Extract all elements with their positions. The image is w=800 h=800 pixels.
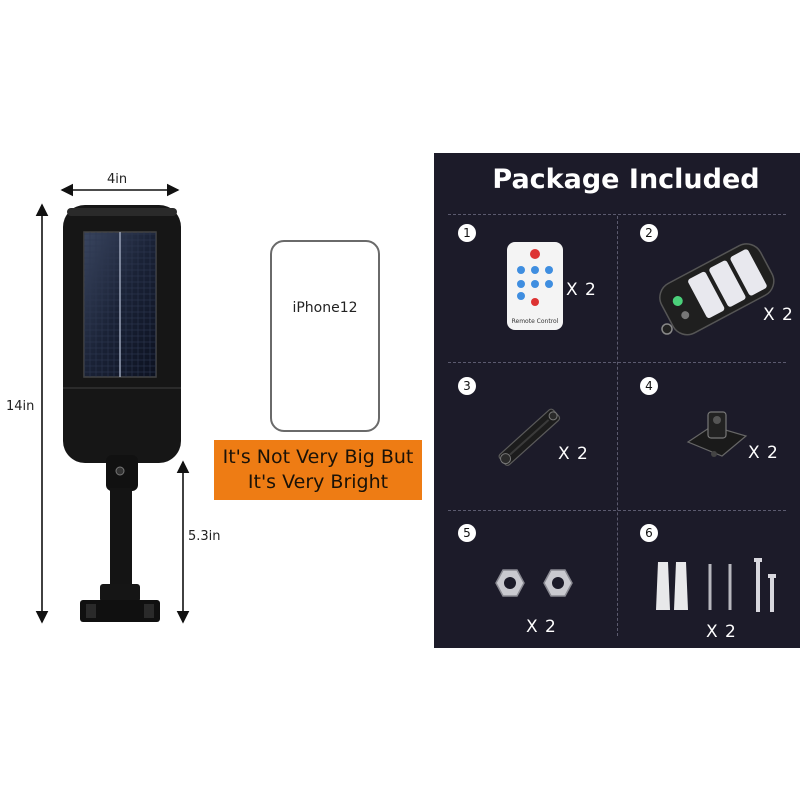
mounting-bracket-arm-image	[498, 408, 561, 466]
item-number-badge: 5	[458, 524, 476, 542]
item-quantity: X 2	[566, 280, 597, 300]
item-number-badge: 1	[458, 224, 476, 242]
joint-screw	[115, 466, 125, 476]
mounting-base	[80, 600, 160, 622]
pole-height-label: 5.3in	[188, 529, 221, 544]
hex-nuts-image	[495, 569, 573, 597]
promo-line-1: It's Not Very Big But	[222, 446, 414, 468]
promo-banner: It's Not Very Big But It's Very Bright	[214, 440, 422, 500]
remote-control-image	[507, 242, 563, 330]
item-quantity: X 2	[748, 443, 779, 463]
item-quantity: X 2	[526, 617, 557, 637]
remote-caption: Remote Control	[511, 318, 559, 325]
mounting-pole	[110, 488, 132, 586]
product-dimension-drawing	[35, 183, 190, 624]
grid-divider	[448, 214, 786, 215]
grid-divider	[617, 216, 618, 636]
width-label: 4in	[107, 172, 128, 187]
item-number-badge: 4	[640, 377, 658, 395]
phone-label: iPhone12	[292, 300, 358, 316]
height-label: 14in	[6, 399, 35, 414]
wall-mount-base-image	[686, 411, 748, 457]
solar-light-product	[63, 205, 181, 622]
solar-street-light-image	[659, 243, 775, 336]
item-number-badge: 3	[458, 377, 476, 395]
phone-outline	[270, 240, 380, 432]
package-title: Package Included	[492, 164, 760, 195]
item-number-badge: 6	[640, 524, 658, 542]
item-quantity: X 2	[763, 305, 794, 325]
item-quantity: X 2	[706, 622, 737, 642]
anchors-and-screws-image	[656, 558, 776, 612]
promo-line-2: It's Very Bright	[247, 471, 389, 493]
item-number-badge: 2	[640, 224, 658, 242]
item-quantity: X 2	[558, 444, 589, 464]
